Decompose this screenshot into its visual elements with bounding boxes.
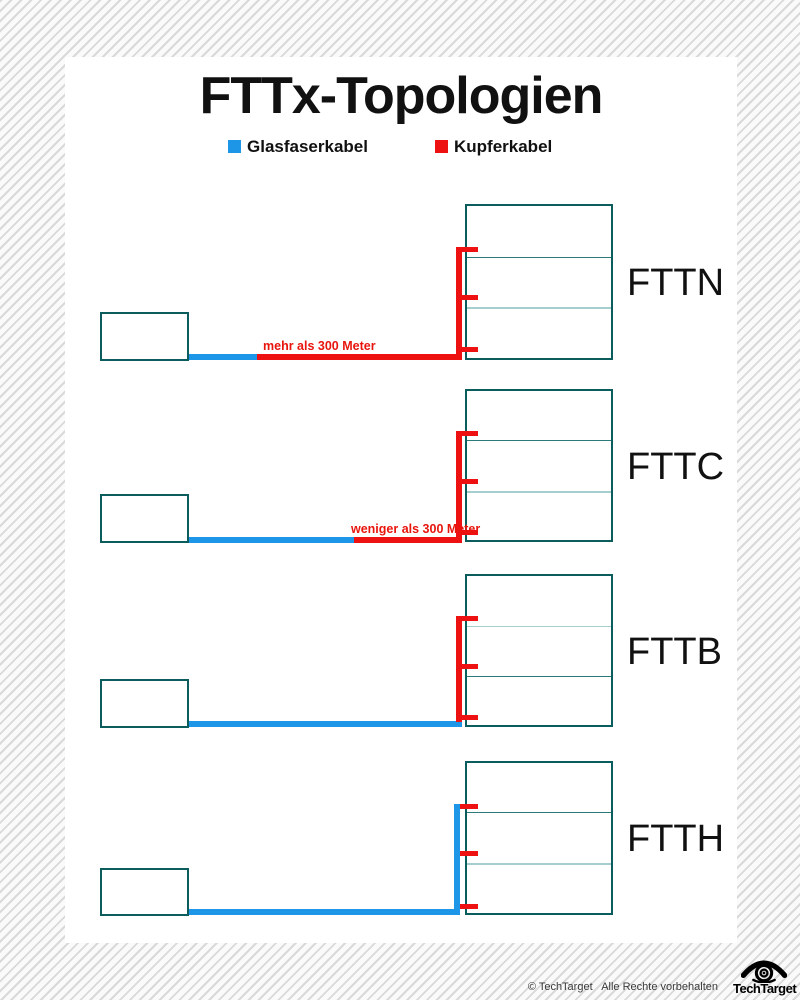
techtarget-wordmark: TechTarget [733,981,797,996]
techtarget-logo: TechTarget [733,957,797,996]
floor-divider [467,257,611,258]
copper-tap [456,431,478,436]
cable-distance-note: weniger als 300 Meter [351,522,481,536]
topology-label-fttb: FTTB [627,631,722,673]
copyright-spacer [593,981,602,993]
floor-divider [467,626,611,627]
exchange-box [100,679,189,728]
building [465,761,613,915]
copper-tap [456,664,478,669]
fiber-cable [189,537,354,543]
copper-riser [456,247,462,360]
floor-divider [467,491,611,493]
fiber-cable [189,354,257,360]
copper-tap [460,851,478,856]
copper-tap [456,530,478,535]
floor-divider [467,676,611,677]
floor-divider [467,812,611,813]
floor-divider [467,440,611,441]
topology-label-fttn: FTTN [627,262,725,304]
copper-tap [456,479,478,484]
copper-tap [460,904,478,909]
copper-tap [456,616,478,621]
floor-divider [467,863,611,865]
building [465,574,613,727]
copper-tap [456,715,478,720]
copyright-text: © TechTarget Alle Rechte vorbehalten [0,981,718,993]
fiber-legend-label: Glasfaserkabel [247,137,368,156]
exchange-box [100,868,189,916]
copper-legend-label: Kupferkabel [454,137,553,156]
fiber-cable [189,721,462,727]
topology-label-fttc: FTTC [627,446,725,488]
techtarget-eye-icon [741,960,787,983]
copper-tap [456,295,478,300]
copper-riser [456,616,462,722]
fiber-legend-swatch [228,140,241,153]
page-title: FTTx-Topologien [199,67,604,125]
exchange-box [100,312,189,361]
copper-tap [460,804,478,809]
copper-tap [456,347,478,352]
copper-tap [456,247,478,252]
building [465,389,613,542]
topology-label-ftth: FTTH [627,818,725,860]
copper-cable [354,537,462,543]
copper-cable [257,354,462,360]
exchange-box [100,494,189,543]
fiber-cable [189,909,460,915]
building [465,204,613,360]
cable-distance-note: mehr als 300 Meter [263,339,376,353]
copper-legend-swatch [435,140,448,153]
rights-text: Alle Rechte vorbehalten [601,981,718,993]
copyright: © TechTarget [527,981,593,993]
floor-divider [467,307,611,309]
copper-riser [456,431,462,542]
fiber-riser [454,804,460,915]
